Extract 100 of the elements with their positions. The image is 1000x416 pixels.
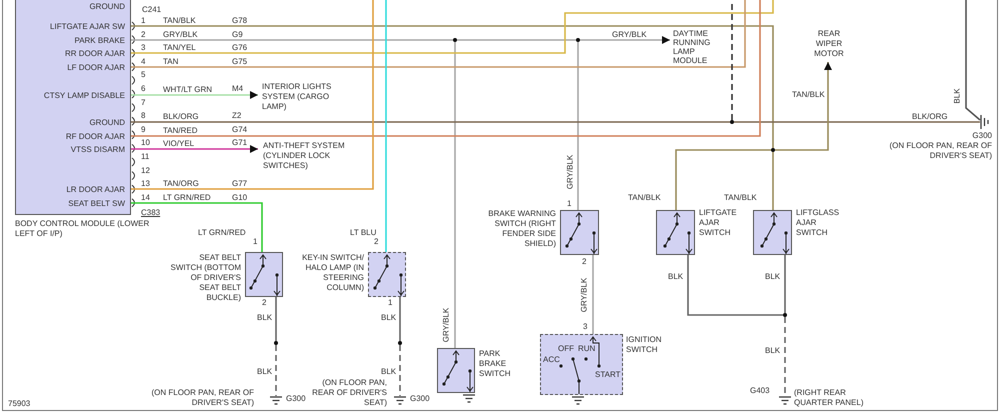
wire: [131, 0, 761, 137]
switch-label: PARK BRAKE SWITCH: [479, 349, 512, 379]
wire: [131, 0, 774, 54]
pin-number: 5: [141, 70, 146, 80]
wire-color-label: BLK: [765, 272, 780, 281]
position-label: ACC: [543, 355, 561, 365]
component-label: ANTI-THEFT SYSTEM (CYLINDER LOCK SWITCHES): [263, 141, 346, 171]
circuit-code: G10: [232, 192, 248, 202]
wire-color-label: TAN/RED: [163, 126, 198, 135]
circuit-code: G77: [232, 179, 248, 188]
connector-label: C383: [141, 208, 160, 217]
wire-color-label: LT GRN/RED: [198, 228, 246, 237]
circuit-code: G9: [232, 30, 243, 39]
ground-label: G300: [286, 394, 307, 404]
ground-label: G300: [971, 131, 992, 141]
component-label: INTERIOR LIGHTS SYSTEM (CARGO LAMP): [262, 82, 332, 112]
pin-number: 1: [141, 16, 146, 25]
wire-color-label: GRY/BLK: [163, 30, 198, 39]
wire: [131, 39, 453, 41]
diagram-number: 75903: [8, 399, 30, 408]
wire-color-label: BLK: [257, 313, 272, 322]
wire-color-label: BLK: [952, 88, 962, 104]
wire: [775, 62, 832, 151]
switch-label: KEY-IN SWITCH/ HALO LAMP (IN STEERING COLUMN): [301, 253, 364, 293]
switch-label: LIFTGATE AJAR SWITCH: [699, 208, 738, 238]
wire: [399, 345, 401, 396]
wire-color-label: LT GRN/RED: [163, 193, 211, 202]
wire: [454, 42, 456, 348]
pin-number: 13: [141, 179, 150, 188]
circuit-code: G78: [232, 16, 248, 25]
wire: [131, 145, 258, 153]
wire-color-label: GRY/BLK: [580, 278, 588, 312]
pin-number: 10: [141, 138, 150, 148]
wire-color-label: BLK: [765, 346, 780, 355]
pin-number: 3: [141, 43, 146, 52]
wire: [734, 121, 980, 123]
pin-number: 7: [141, 98, 146, 107]
wire: [592, 255, 594, 334]
circuit-code: M4: [232, 84, 244, 93]
wire: [131, 202, 263, 252]
circuit-code: G71: [232, 138, 248, 148]
pin-label: GROUND: [88, 118, 125, 128]
wire-color-label: TAN: [163, 57, 178, 66]
wire-color-label: BLK/ORG: [912, 112, 948, 121]
wire: [131, 91, 258, 99]
location-note: (ON FLOOR PAN, REAR OF DRIVER'S SEAT): [888, 141, 992, 161]
wire: [275, 345, 277, 396]
wire: [772, 152, 774, 210]
wire-color-label: WHT/LT GRN: [163, 85, 212, 94]
wire: [399, 297, 401, 341]
pin-number: 9: [141, 124, 146, 134]
pin-number: 11: [141, 152, 150, 161]
switch-label: LIFTGLASS AJAR SWITCH: [796, 208, 840, 238]
pin-number: 4: [141, 56, 146, 66]
wire: [131, 25, 774, 148]
pin-number: 8: [141, 111, 146, 120]
pin-number: 14: [141, 192, 150, 202]
component-label: REAR WIPER MOTOR: [813, 29, 845, 59]
pin-label: CTSY LAMP DISABLE: [42, 91, 125, 101]
wire-color-label: BLK: [257, 367, 272, 376]
pin-number: 2: [374, 237, 378, 246]
circuit-code: Z2: [232, 111, 242, 120]
circuit-code: G76: [232, 43, 248, 52]
module-label: BODY CONTROL MODULE (LOWER LEFT OF I/P): [15, 219, 150, 239]
wire: [580, 36, 670, 44]
pin-label: VTSS DISARM: [70, 145, 125, 155]
circuit-code: G74: [232, 124, 248, 134]
wire: [385, 0, 387, 252]
switch-label: IGNITION SWITCH: [626, 335, 663, 355]
pin-label: PARK BRAKE: [73, 36, 125, 46]
wire-color-label: LT BLU: [350, 228, 376, 237]
position-label: START: [595, 370, 622, 380]
pin-number: 2: [262, 298, 266, 307]
pin-number: 12: [141, 166, 150, 175]
wire-color-label: GRY/BLK: [612, 30, 647, 39]
switch-label: SEAT BELT SWITCH (BOTTOM OF DRIVER'S SEAT BELT BUCKLE): [170, 253, 241, 303]
pin-label: RF DOOR AJAR: [64, 132, 125, 142]
ground-label: G300: [410, 394, 431, 404]
pin-label: LF DOOR AJAR: [66, 63, 125, 73]
position-label: RUN: [578, 344, 596, 354]
wire-color-label: TAN/YEL: [163, 43, 196, 52]
wire-color-label: TAN/BLK: [163, 16, 196, 25]
location-note: (RIGHT REAR QUARTER PANEL): [794, 388, 864, 408]
pin-label: LR DOOR AJAR: [65, 185, 125, 195]
wire: [784, 255, 786, 313]
position-label: OFF: [558, 344, 575, 354]
pin-number: 1: [253, 237, 258, 246]
pin-label: RR DOOR AJAR: [64, 49, 125, 59]
pin-number: 2: [582, 257, 586, 266]
pin-label: LIFTGATE AJAR SW: [49, 22, 125, 32]
circuit-code: G75: [232, 56, 248, 66]
wire: [131, 0, 374, 190]
wire-color-label: GRY/BLK: [566, 154, 574, 190]
wire-color-label: BLK: [381, 367, 396, 376]
wire: [131, 0, 746, 68]
wire: [577, 42, 579, 210]
wire: [687, 255, 783, 316]
wire: [675, 149, 771, 210]
wire-color-label: TAN/BLK: [792, 90, 825, 99]
pin-number: 6: [141, 84, 146, 93]
